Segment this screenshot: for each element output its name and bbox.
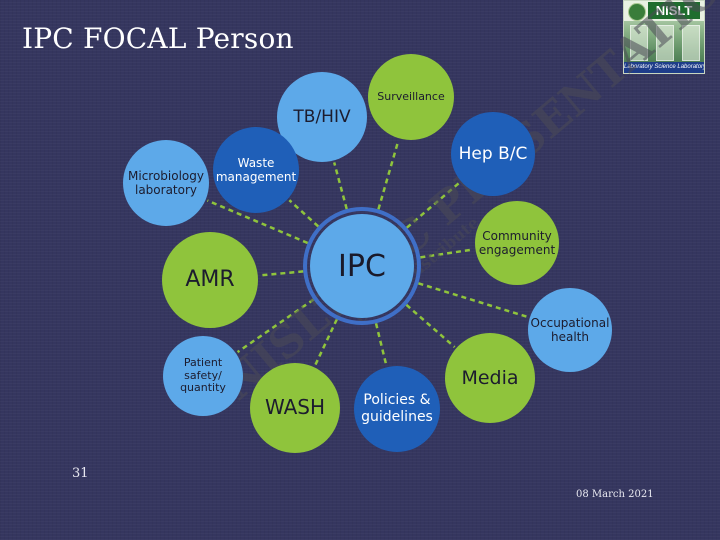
node-label-occupational-health: Occupational health [530, 315, 610, 344]
node-tb-hiv [277, 72, 367, 162]
connector-tb-hiv [332, 162, 348, 210]
node-label-wash: WASH [264, 395, 326, 420]
node-label-policies-guidelines: Policies & guidelines [361, 392, 433, 425]
connector-amr [259, 270, 304, 277]
emblem-icon [628, 3, 646, 21]
node-amr [162, 232, 258, 328]
connector-hep-bc [406, 181, 461, 229]
connector-occupational-health [418, 282, 529, 319]
node-patient-safety [163, 336, 243, 416]
center-node [303, 207, 421, 325]
node-community-engagement [475, 201, 559, 285]
node-label-microbiology-laboratory: Microbiology laboratory [128, 168, 204, 197]
connector-waste-management [288, 199, 320, 228]
node-surveillance [368, 54, 454, 140]
connector-patient-safety [236, 298, 315, 354]
node-occupational-health [528, 288, 612, 372]
connectors [206, 139, 529, 367]
connector-microbiology-laboratory [206, 199, 309, 245]
nislt-logo: NISLT Laboratory Science Laboratory Trai… [623, 0, 705, 74]
logo-text: NISLT [648, 2, 700, 19]
node-label-media: Media [461, 366, 519, 389]
node-label-tb-hiv: TB/HIV [293, 106, 351, 127]
slide-title: IPC FOCAL Person [22, 22, 294, 55]
node-label-waste-management: Waste management [215, 155, 297, 184]
connector-policies-guidelines [374, 323, 388, 366]
node-label-community-engagement: Community engagement [478, 228, 556, 257]
center-ring [303, 207, 421, 325]
node-waste-management [213, 127, 299, 213]
node-label-patient-safety: Patient safety/ quantity [180, 355, 226, 395]
node-wash [250, 363, 340, 453]
slide-date: 08 March 2021 [576, 489, 654, 500]
node-hep-bc [451, 112, 535, 196]
center-label: IPC [338, 248, 386, 284]
node-media [445, 333, 535, 423]
connector-media [405, 303, 456, 348]
node-microbiology-laboratory [123, 140, 209, 226]
node-label-surveillance: Surveillance [377, 89, 445, 103]
nodes [123, 54, 612, 453]
page-number: 31 [72, 466, 89, 481]
node-label-hep-bc: Hep B/C [458, 143, 528, 164]
node-policies-guidelines [354, 366, 440, 452]
node-label-amr: AMR [185, 267, 235, 293]
logo-tagline: Laboratory Science Laboratory Training [624, 62, 704, 73]
connector-surveillance [377, 139, 400, 210]
center-circle [310, 214, 414, 318]
